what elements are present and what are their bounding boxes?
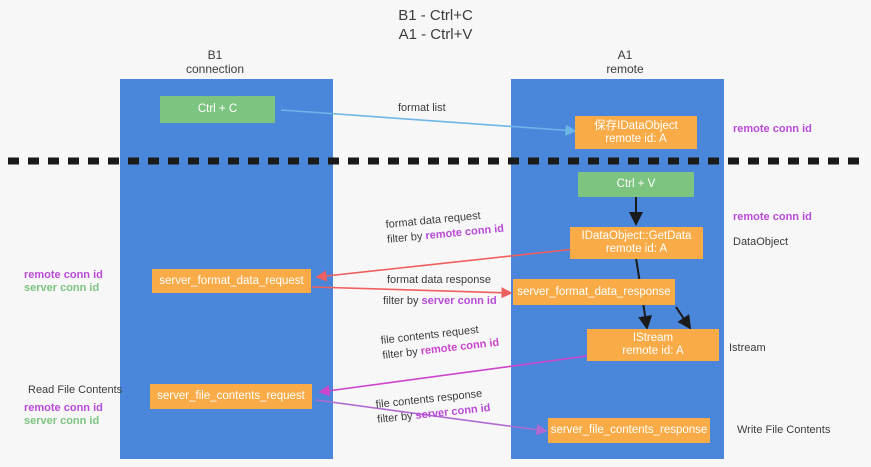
node-server-file-contents-response-label: server_file_contents_response — [550, 424, 708, 436]
label-format-list-text: format list — [398, 102, 446, 114]
right-label-dataobject: DataObject — [733, 236, 788, 249]
node-istream-line-1: IStream — [632, 332, 674, 344]
node-server-file-contents-request[interactable]: server_file_contents_request — [150, 384, 312, 409]
right-label-remote-conn-id-mid-text: remote conn id — [733, 211, 812, 223]
left-label-read-file-contents: Read File Contents — [28, 384, 122, 397]
node-ctrl-c[interactable]: Ctrl + C — [160, 96, 275, 123]
node-idataobject-getdata[interactable]: IDataObject::GetData remote id: A — [570, 227, 703, 259]
node-ctrl-v[interactable]: Ctrl + V — [578, 172, 694, 197]
column-header-a1-name: A1 — [617, 48, 633, 62]
left-label-remote-conn-id-1: remote conn id — [24, 269, 103, 281]
right-label-istream: Istream — [729, 342, 766, 355]
node-istream[interactable]: IStream remote id: A — [587, 329, 719, 361]
filter-prefix: filter by — [383, 295, 422, 307]
node-getdata-line-1: IDataObject::GetData — [581, 230, 692, 242]
left-label-conn-ids-format: remote conn id server conn id — [24, 269, 103, 295]
label-format-data-response: format data response filter by server co… — [383, 273, 497, 309]
right-label-remote-conn-id-top-text: remote conn id — [733, 123, 812, 135]
column-header-a1-sub: remote — [606, 62, 644, 76]
node-save-dataobject-line-2: remote id: A — [605, 132, 667, 145]
right-label-write-file-contents: Write File Contents — [737, 424, 830, 437]
title-line-1: B1 - Ctrl+C — [398, 7, 473, 24]
filter-prefix: filter by — [381, 345, 422, 362]
left-label-remote-conn-id-2: remote conn id — [24, 402, 103, 414]
right-label-write-file-contents-text: Write File Contents — [737, 424, 831, 436]
left-label-server-conn-id-1: server conn id — [24, 282, 100, 294]
filter-value-server-conn-id: server conn id — [421, 295, 497, 307]
node-getdata-line-2: remote id: A — [605, 243, 668, 255]
node-ctrl-c-label: Ctrl + C — [197, 103, 238, 115]
right-label-istream-text: Istream — [729, 342, 766, 354]
node-server-format-data-response[interactable]: server_format_data_response — [513, 279, 675, 305]
node-server-format-data-request-label: server_format_data_request — [159, 274, 304, 287]
node-server-format-data-response-label: server_format_data_response — [517, 285, 671, 298]
label-format-data-response-text: format data response — [387, 274, 491, 286]
left-label-conn-ids-file: remote conn id server conn id — [24, 402, 103, 428]
column-header-b1-sub: connection — [185, 62, 245, 76]
right-label-remote-conn-id-top: remote conn id — [733, 123, 812, 136]
filter-prefix: filter by — [386, 230, 427, 246]
right-label-dataobject-text: DataObject — [733, 236, 789, 248]
node-istream-line-2: remote id: A — [622, 345, 684, 357]
filter-prefix: filter by — [376, 409, 417, 426]
title-line-2: A1 - Ctrl+V — [398, 26, 473, 43]
node-server-file-contents-response[interactable]: server_file_contents_response — [548, 418, 710, 443]
right-label-remote-conn-id-mid: remote conn id — [733, 211, 812, 224]
column-header-b1: B1 connection — [155, 48, 275, 76]
left-label-read-file-contents-text: Read File Contents — [28, 384, 123, 396]
label-format-list: format list — [398, 101, 446, 116]
left-label-server-conn-id-2: server conn id — [24, 415, 100, 427]
column-header-b1-name: B1 — [207, 48, 223, 62]
node-server-file-contents-request-label: server_file_contents_request — [157, 390, 305, 402]
node-save-dataobject[interactable]: 保存IDataObject remote id: A — [575, 116, 697, 149]
column-header-a1: A1 remote — [565, 48, 685, 76]
diagram-title: B1 - Ctrl+C A1 - Ctrl+V — [0, 6, 871, 44]
node-ctrl-v-label: Ctrl + V — [616, 178, 656, 190]
node-save-dataobject-line-1: 保存IDataObject — [594, 119, 678, 132]
label-format-data-response-filter: filter by server conn id — [383, 294, 497, 309]
label-file-contents-request: file contents request filter by remote c… — [380, 321, 500, 364]
label-file-contents-response: file contents response filter by server … — [375, 386, 491, 428]
node-server-format-data-request[interactable]: server_format_data_request — [152, 269, 311, 293]
label-format-data-request: format data request filter by remote con… — [385, 207, 505, 248]
